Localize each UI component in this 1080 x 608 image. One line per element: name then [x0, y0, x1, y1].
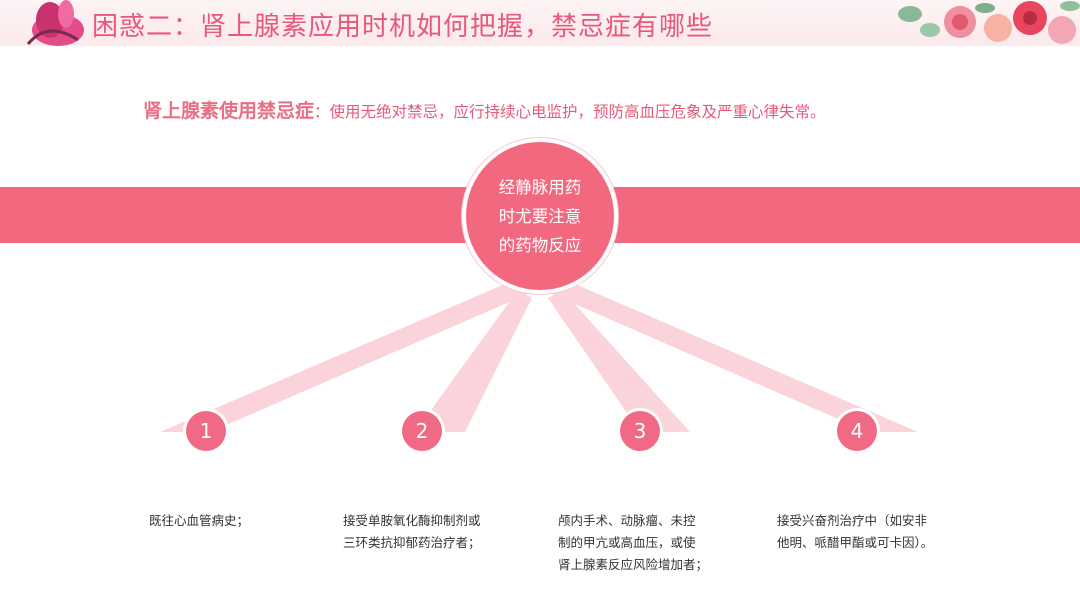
ray-3 — [548, 290, 690, 432]
item-3-line-2: 制的甲亢或高血压，或使 — [558, 535, 696, 550]
page-title: 困惑二：肾上腺素应用时机如何把握，禁忌症有哪些 — [92, 12, 714, 42]
number-badge-1: 1 — [186, 411, 226, 451]
flower-decoration-right-icon — [898, 1, 1080, 44]
item-3-line-3: 肾上腺素反应风险增加者； — [558, 557, 709, 572]
contraindication-colon: ： — [314, 103, 330, 121]
contraindication-text: 使用无绝对禁忌，应行持续心电监护，预防高血压危象及严重心律失常。 — [329, 103, 826, 121]
item-description-3: 颅内手术、动脉瘤、未控 制的甲亢或高血压，或使 肾上腺素反应风险增加者； — [558, 510, 708, 576]
item-2-line-2: 三环类抗抑郁药治疗者； — [343, 535, 481, 550]
number-badge-4: 4 — [837, 411, 877, 451]
item-4-line-2: 他明、哌醋甲酯或可卡因）。 — [777, 535, 934, 550]
item-description-1: 既往心血管病史； — [149, 510, 249, 532]
ray-4 — [552, 284, 918, 432]
item-description-4: 接受兴奋剂治疗中（如安非 他明、哌醋甲酯或可卡因）。 — [777, 510, 933, 554]
contraindication-statement: 肾上腺素使用禁忌症：使用无绝对禁忌，应行持续心电监护，预防高血压危象及严重心律失… — [143, 96, 826, 123]
flower-decoration-left-icon — [26, 0, 84, 46]
item-2-line-1: 接受单胺氧化酶抑制剂或 — [343, 513, 481, 528]
center-line-3: 的药物反应 — [498, 235, 582, 255]
item-1-line-1: 既往心血管病史； — [149, 513, 250, 528]
item-description-2: 接受单胺氧化酶抑制剂或 三环类抗抑郁药治疗者； — [343, 510, 481, 554]
header-bar: 困惑二：肾上腺素应用时机如何把握，禁忌症有哪些 — [0, 0, 1080, 46]
center-circle: 经静脉用药 时尤要注意 的药物反应 — [466, 142, 614, 290]
center-line-2: 时尤要注意 — [498, 206, 582, 226]
center-line-1: 经静脉用药 — [498, 177, 582, 197]
item-3-line-1: 颅内手术、动脉瘤、未控 — [558, 513, 696, 528]
number-badge-3: 3 — [620, 411, 660, 451]
ray-1 — [160, 284, 528, 432]
number-badge-2: 2 — [402, 411, 442, 451]
item-4-line-1: 接受兴奋剂治疗中（如安非 — [777, 513, 928, 528]
center-circle-text: 经静脉用药 时尤要注意 的药物反应 — [488, 173, 592, 260]
ray-2 — [415, 290, 532, 432]
contraindication-label: 肾上腺素使用禁忌症 — [143, 100, 315, 122]
